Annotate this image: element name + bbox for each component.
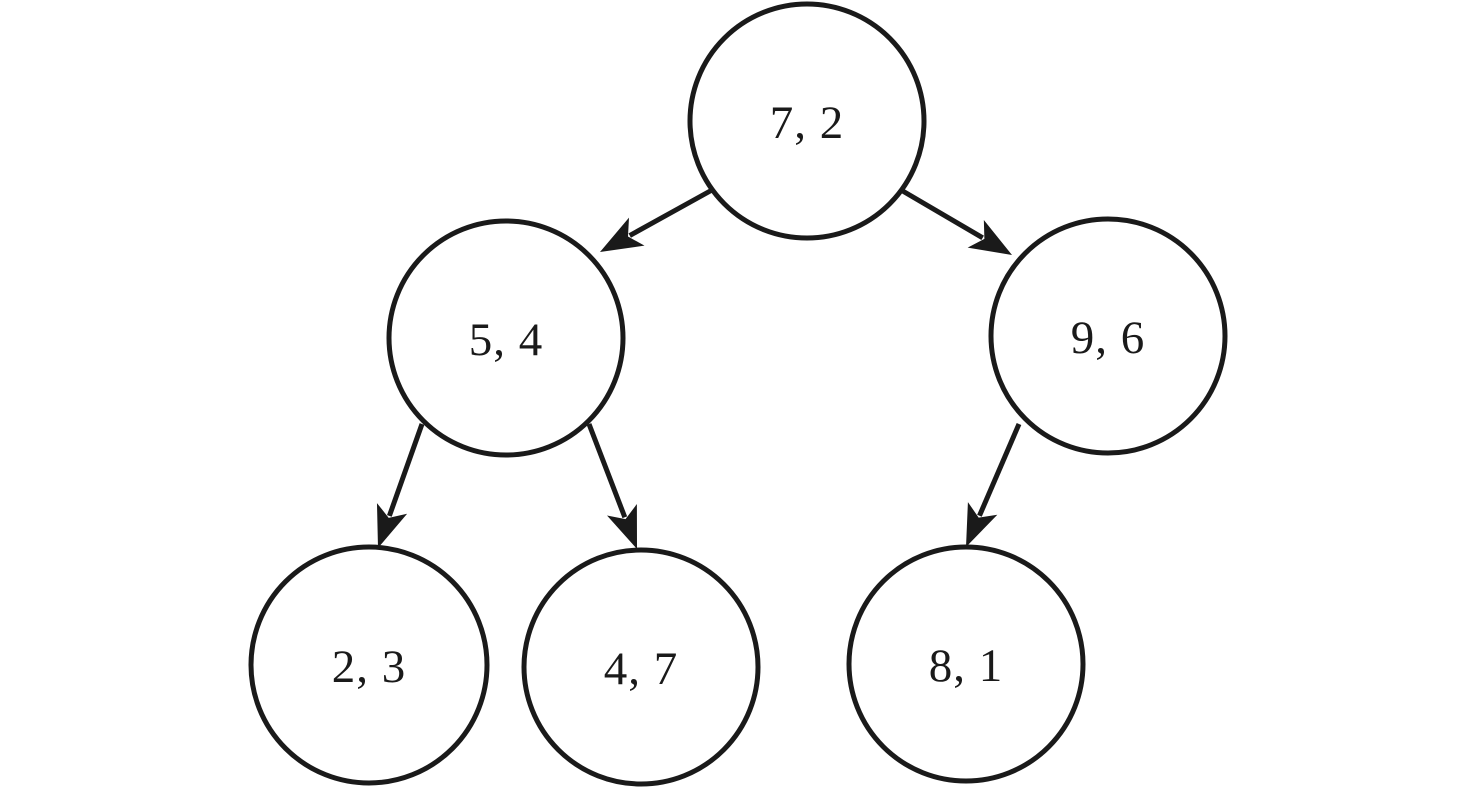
node-label: 7, 2 [770,97,845,149]
node-circle[interactable] [386,218,626,458]
node-label: 2, 3 [332,641,407,693]
edge-line [899,187,984,240]
edge-right-rl [966,423,1022,547]
edge-line [977,423,1022,517]
edge-line [387,423,425,517]
tree-node-lr[interactable]: 4, 7 [521,547,761,787]
nodes-layer: 7, 2 5, 4 9, 6 2, 3 4, 7 8, 1 [248,1,1228,787]
node-label: 9, 6 [1071,312,1146,364]
tree-node-left[interactable]: 5, 4 [386,218,626,458]
edge-left-ll [376,423,425,548]
node-circle[interactable] [248,544,490,786]
tree-node-root[interactable]: 7, 2 [687,1,927,241]
node-circle[interactable] [521,547,761,787]
edge-root-right [899,187,1012,255]
edge-line [628,187,714,238]
node-label: 5, 4 [469,314,544,366]
edge-line [586,423,628,519]
edge-left-lr [586,423,637,549]
node-circle[interactable] [988,216,1228,456]
node-circle[interactable] [687,1,927,241]
node-label: 8, 1 [929,640,1004,692]
arrowhead-icon [600,217,645,252]
edges-layer [376,187,1022,549]
arrowhead-icon [376,503,408,548]
node-label: 4, 7 [604,643,679,695]
arrowhead-icon [967,219,1012,255]
arrowhead-icon [607,504,637,549]
tree-node-right[interactable]: 9, 6 [988,216,1228,456]
tree-node-ll[interactable]: 2, 3 [248,544,490,786]
tree-node-rl[interactable]: 8, 1 [846,544,1086,784]
arrowhead-icon [966,502,998,547]
node-circle[interactable] [846,544,1086,784]
edge-root-left [600,187,714,252]
